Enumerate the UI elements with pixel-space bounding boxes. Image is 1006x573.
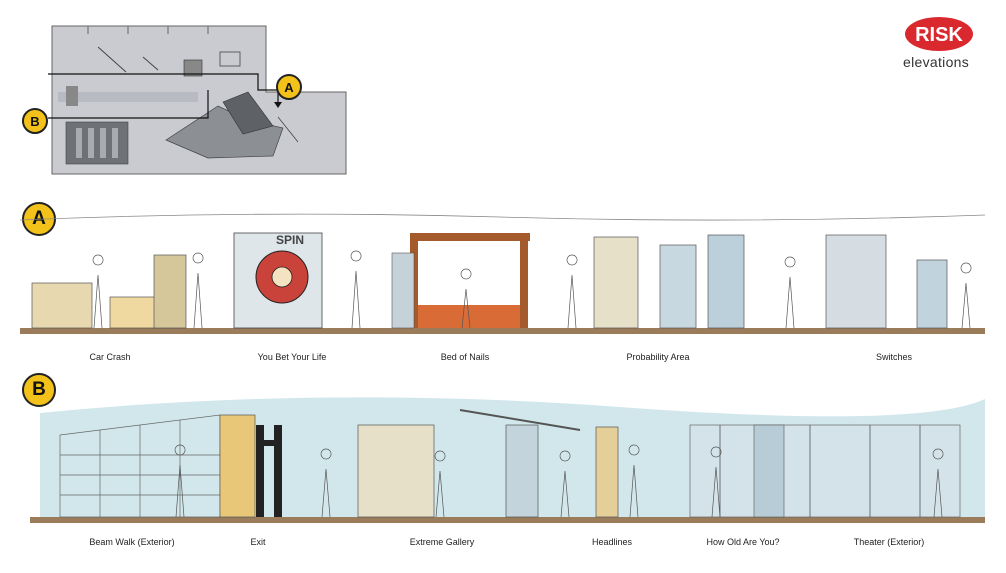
label-exit: Exit [250, 537, 266, 547]
logo-brand: RISK [915, 24, 963, 46]
label-theater: Theater (Exterior) [853, 537, 925, 547]
floor-plan: A B [22, 22, 348, 177]
label-bed-of-nails: Bed of Nails [440, 352, 490, 362]
floor-plan-drawing [32, 25, 347, 175]
marker-a: A [276, 74, 302, 100]
label-switches: Switches [875, 352, 913, 362]
label-probability-area: Probability Area [626, 352, 690, 362]
label-headlines: Headlines [591, 537, 633, 547]
marker-b: B [22, 108, 48, 134]
elevation-b-marker: B [22, 373, 56, 407]
elevation-b [20, 385, 985, 525]
label-car-crash: Car Crash [89, 352, 131, 362]
label-how-old-are-you: How Old Are You? [706, 537, 780, 547]
logo-subtitle: elevations [903, 54, 970, 70]
elevation-a: SPIN [19, 205, 986, 340]
label-extreme-gallery: Extreme Gallery [409, 537, 475, 547]
label-you-bet-your-life: You Bet Your Life [257, 352, 327, 362]
label-beam-walk: Beam Walk (Exterior) [89, 537, 175, 547]
logo-badge: RISK [905, 17, 973, 51]
elevation-b-drawing [30, 397, 985, 523]
spin-sign: SPIN [276, 233, 304, 247]
elevation-a-drawing: SPIN [19, 213, 986, 334]
risk-logo: RISK [904, 16, 974, 52]
